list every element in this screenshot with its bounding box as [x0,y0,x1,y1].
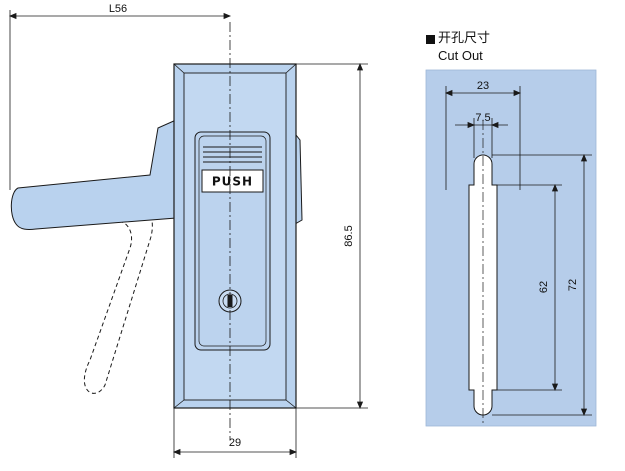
latch-drawing: PUSH [10,22,303,440]
dim-width: 29 [229,437,241,449]
dim-slot-center-span: 62 [538,281,550,293]
dim-height: 86.5 [343,225,355,246]
grip-lines [203,146,262,163]
cutout-title-en: Cut Out [438,48,483,63]
dim-handle-length: L56 [109,3,127,15]
title-bullet-square [426,35,435,44]
handle-open-position-outline [83,199,153,394]
cutout-title-cn: 开孔尺寸 [438,31,491,46]
latch-dimensions [8,10,368,458]
cutout-dimensions [444,86,592,417]
push-trigger-plate [194,131,271,351]
push-label-box [201,169,264,193]
dim-cutout-width: 23 [477,80,489,92]
dim-cutout-total-height: 72 [567,279,579,291]
cutout-panel [425,69,597,427]
handle-lever [10,119,177,230]
push-label: PUSH [212,175,253,189]
dim-slot-width: 7.5 [475,112,490,124]
